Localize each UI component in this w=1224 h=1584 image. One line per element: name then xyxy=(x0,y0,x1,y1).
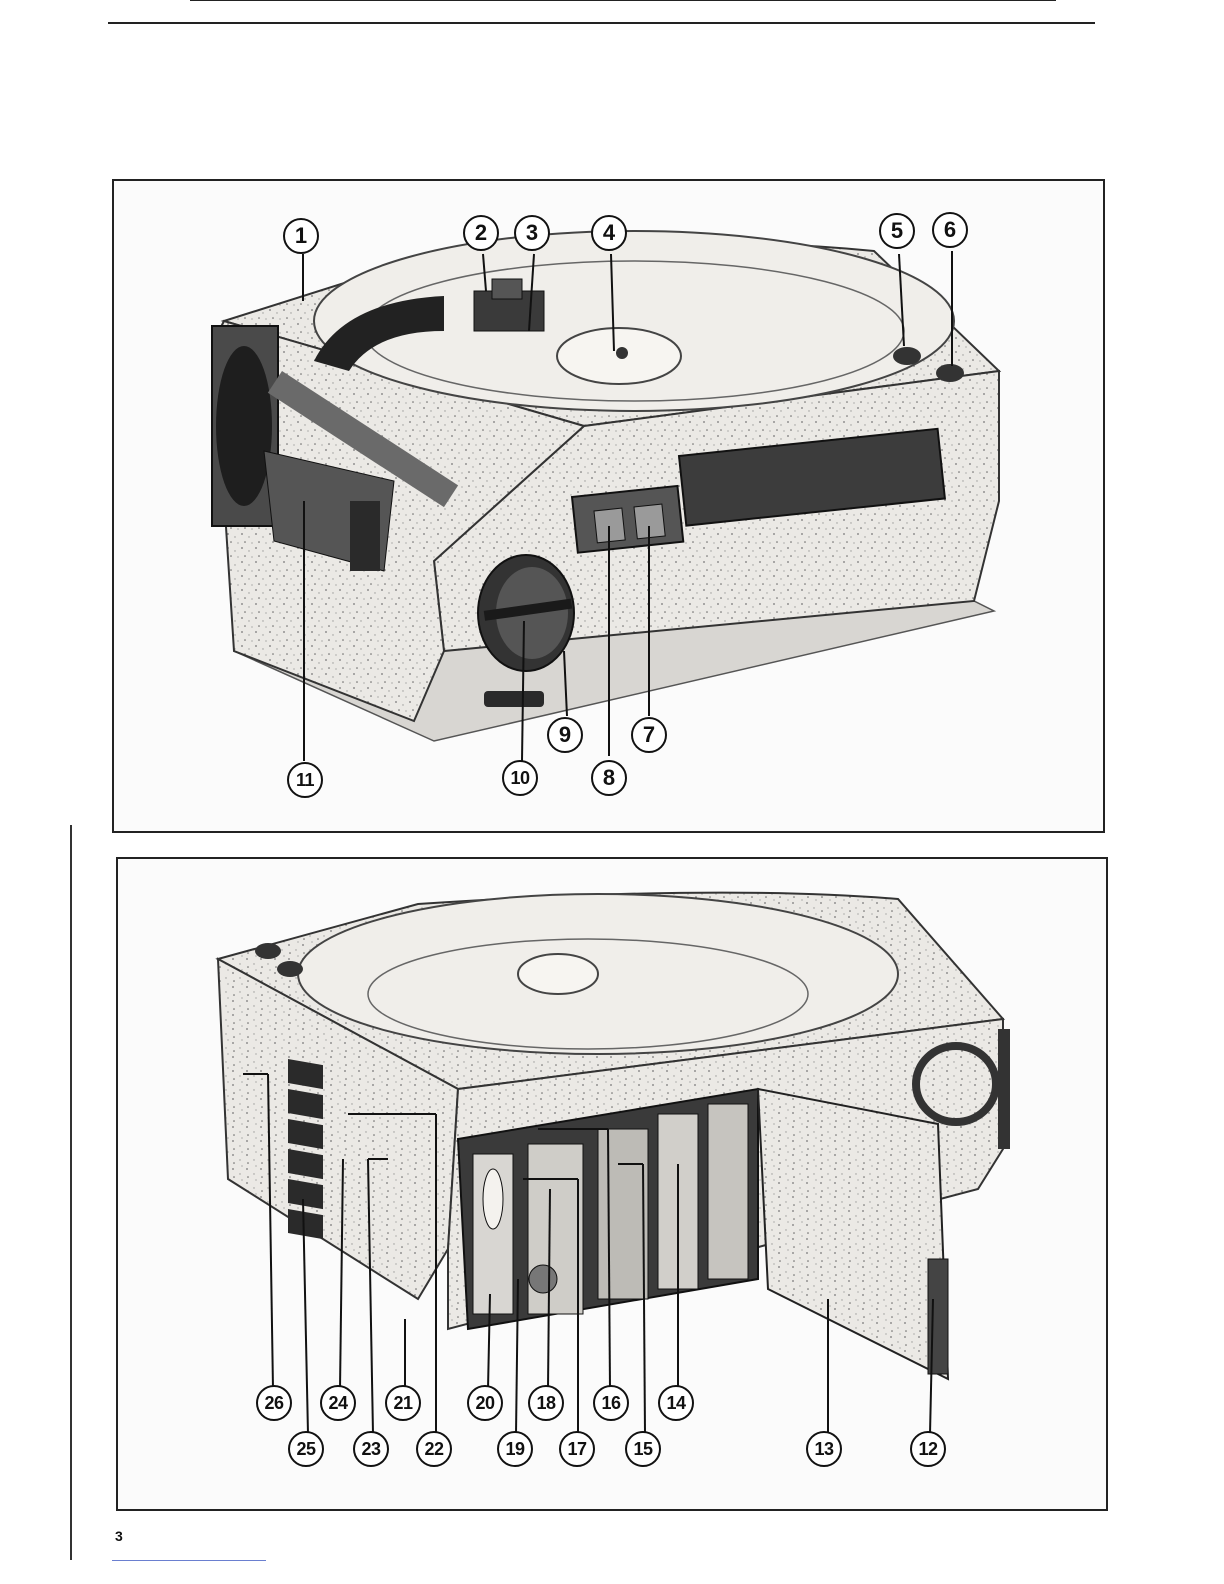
callout-17: 17 xyxy=(559,1431,595,1467)
callout-6: 6 xyxy=(932,212,968,248)
callout-11: 11 xyxy=(287,762,323,798)
callout-22: 22 xyxy=(416,1431,452,1467)
callout-25: 25 xyxy=(288,1431,324,1467)
callout-20: 20 xyxy=(467,1385,503,1421)
figure-top-panel xyxy=(112,179,1105,833)
callout-23: 23 xyxy=(353,1431,389,1467)
callout-1: 1 xyxy=(283,218,319,254)
callout-5: 5 xyxy=(879,213,915,249)
header-rule xyxy=(108,22,1095,24)
callout-14: 14 xyxy=(658,1385,694,1421)
callout-3: 3 xyxy=(514,215,550,251)
callout-2: 2 xyxy=(463,215,499,251)
callout-19: 19 xyxy=(497,1431,533,1467)
callout-15: 15 xyxy=(625,1431,661,1467)
callout-16: 16 xyxy=(593,1385,629,1421)
footer-link-underline xyxy=(112,1560,266,1561)
callout-10: 10 xyxy=(502,760,538,796)
callout-7: 7 xyxy=(631,717,667,753)
callout-18: 18 xyxy=(528,1385,564,1421)
callout-12: 12 xyxy=(910,1431,946,1467)
callout-13: 13 xyxy=(806,1431,842,1467)
page-number: 3 xyxy=(115,1528,123,1544)
header-rule-thin xyxy=(190,0,1056,1)
margin-bar xyxy=(70,825,72,1560)
callout-9: 9 xyxy=(547,717,583,753)
callout-24: 24 xyxy=(320,1385,356,1421)
callout-26: 26 xyxy=(256,1385,292,1421)
projector-front-illustration xyxy=(114,181,1107,835)
callout-21: 21 xyxy=(385,1385,421,1421)
callout-4: 4 xyxy=(591,215,627,251)
callout-8: 8 xyxy=(591,760,627,796)
